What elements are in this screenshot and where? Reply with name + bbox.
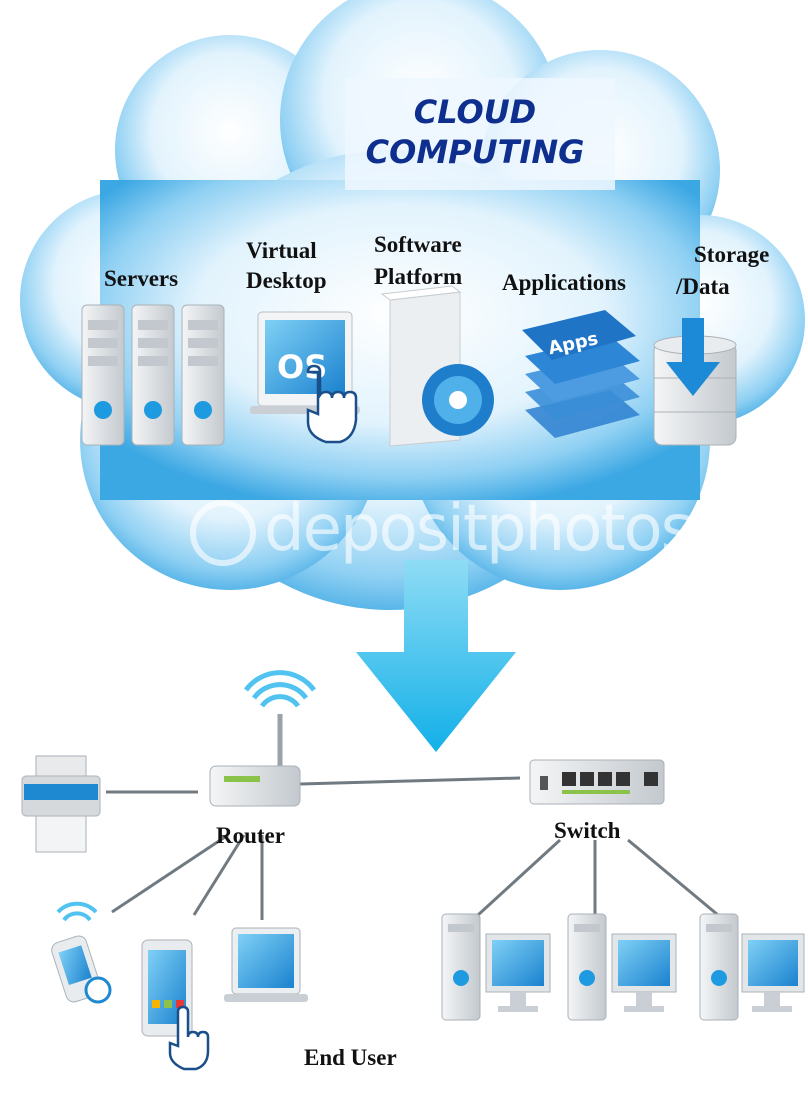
applications-label: Applications — [502, 270, 626, 295]
smartphone-icon — [51, 901, 112, 1004]
watermark: depositphotos — [264, 492, 694, 566]
printer-icon — [21, 755, 101, 853]
software-platform-label-line-2: Platform — [374, 264, 463, 289]
desktop-pc-1-icon — [441, 913, 551, 1021]
diagram-title: CLOUD COMPUTING — [330, 92, 620, 172]
storage-data-icon — [653, 318, 737, 446]
tablet-icon — [141, 939, 210, 1071]
software-platform-icon — [380, 285, 494, 447]
download-arrow-icon — [356, 560, 516, 752]
servers-icon — [81, 304, 225, 446]
router-label: Router — [216, 823, 285, 848]
virtual-desktop-label-line-1: Virtual — [246, 238, 317, 263]
virtual-desktop-label-line-2: Desktop — [246, 268, 327, 293]
router-icon — [209, 670, 317, 807]
storage-data-label-line-1: Storage — [694, 242, 770, 267]
laptop-icon — [224, 927, 308, 1002]
title-line-2: COMPUTING — [365, 133, 585, 171]
title-background — [345, 78, 615, 190]
network-connections — [106, 776, 719, 920]
title-line-1: CLOUD — [413, 93, 537, 131]
switch-icon — [529, 759, 665, 805]
watermark-camera-icon — [190, 500, 256, 566]
storage-data-label-line-2: /Data — [676, 274, 730, 299]
applications-icon: Apps — [522, 310, 640, 438]
virtual-desktop-icon: OS — [250, 311, 360, 444]
switch-label: Switch — [554, 818, 621, 843]
software-platform-label-line-1: Software — [374, 232, 462, 257]
desktop-pc-3-icon — [699, 913, 805, 1021]
desktop-pc-2-icon — [567, 913, 677, 1021]
end-user-label: End User — [304, 1045, 397, 1070]
servers-label: Servers — [104, 266, 179, 291]
